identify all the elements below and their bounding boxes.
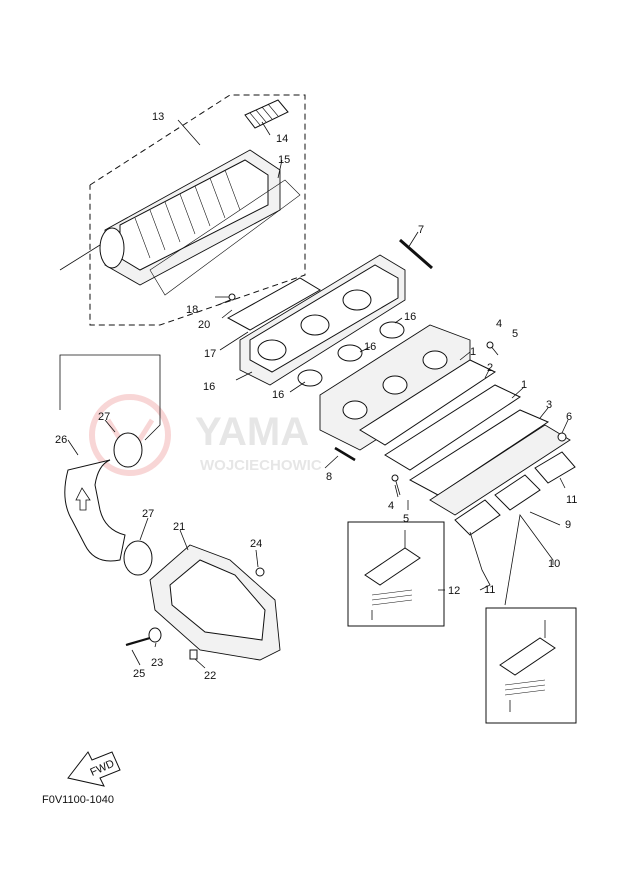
- bolt-8: [334, 446, 356, 462]
- label-18: 17: [204, 348, 216, 360]
- label-26: 26: [55, 434, 67, 446]
- label-20: 20: [198, 319, 210, 331]
- bolt-4b: [486, 341, 499, 356]
- clamp-27a: [113, 432, 143, 468]
- label-6: 6: [566, 411, 572, 423]
- watermark-brand: YAMA: [195, 410, 309, 454]
- filter-element: [244, 99, 289, 129]
- label-4a: 4: [496, 318, 502, 330]
- label-8: 8: [326, 471, 332, 483]
- bolt-19: [215, 293, 236, 301]
- leader-lines: [59, 119, 569, 669]
- intake-manifold: [239, 254, 406, 386]
- label-23: 23: [151, 657, 163, 669]
- airbox: [99, 149, 281, 286]
- reed-detail-10: [499, 620, 556, 712]
- label-3: 3: [546, 399, 552, 411]
- bolt-24: [255, 567, 265, 577]
- reed-case: [429, 424, 571, 516]
- label-1a: 1: [470, 346, 476, 358]
- reed-valve-11b: [494, 474, 541, 511]
- nut-22: [189, 649, 198, 660]
- label-15: 15: [278, 154, 290, 166]
- label-1b: 1: [521, 379, 527, 391]
- label-4b: 4: [388, 500, 394, 512]
- bracket-21: [149, 544, 281, 661]
- plate-18: [226, 277, 321, 331]
- watermark: YAMA WOJCIECHOWIC: [89, 394, 322, 476]
- label-16a: 16: [404, 311, 416, 323]
- fwd-arrow-on-hose: [75, 487, 91, 511]
- label-16b: 16: [364, 341, 376, 353]
- watermark-logo-icon: [89, 394, 171, 476]
- label-7: 7: [418, 224, 424, 236]
- watermark-subtext: WOJCIECHOWIC: [200, 457, 322, 474]
- airbox-group-outline: [89, 94, 306, 326]
- o-ring-16b: [337, 344, 363, 362]
- label-5b: 5: [403, 513, 409, 525]
- airbox-gasket: [149, 179, 301, 296]
- label-9: 9: [565, 519, 571, 531]
- reed-detail-12: [364, 530, 421, 620]
- gasket-1: [359, 359, 497, 446]
- label-22: 22: [204, 670, 216, 682]
- o-ring-16c: [297, 369, 323, 387]
- label-16c: 16: [272, 389, 284, 401]
- bolt-25: [125, 636, 151, 647]
- diagram-code: F0V1100-1040: [42, 794, 114, 806]
- label-27a: 27: [98, 411, 110, 423]
- fwd-arrow-icon: FWD: [67, 751, 121, 787]
- label-5a: 5: [512, 328, 518, 340]
- label-19: 18: [186, 304, 198, 316]
- detail-box-10: [485, 607, 577, 724]
- reed-valve-11a: [454, 499, 501, 536]
- label-2: 2: [487, 362, 493, 374]
- gasket-3: [409, 409, 550, 496]
- gasket-2: [384, 384, 522, 471]
- label-21: 21: [173, 521, 185, 533]
- intake-hose: [64, 459, 126, 562]
- screw-6: [557, 432, 567, 442]
- o-ring-16a: [379, 321, 405, 339]
- label-27b: 27: [142, 508, 154, 520]
- label-11a: 11: [566, 494, 577, 506]
- label-13: 13: [152, 111, 164, 123]
- clamp-27b: [123, 540, 153, 576]
- grommet-23: [148, 627, 162, 643]
- label-25: 25: [133, 668, 145, 680]
- reed-valve-11c: [534, 451, 576, 484]
- label-10: 10: [548, 558, 560, 570]
- label-11b: 11: [484, 584, 495, 596]
- bolt-7: [399, 238, 433, 270]
- part-labels: 13 14 15 7 18 20 17 16 16 16 16 4 5 1 2 …: [55, 111, 577, 682]
- label-24: 24: [250, 538, 262, 550]
- label-12: 12: [448, 585, 460, 597]
- label-17: 16: [203, 381, 215, 393]
- bolt-4a: [391, 474, 401, 496]
- label-14: 14: [276, 133, 288, 145]
